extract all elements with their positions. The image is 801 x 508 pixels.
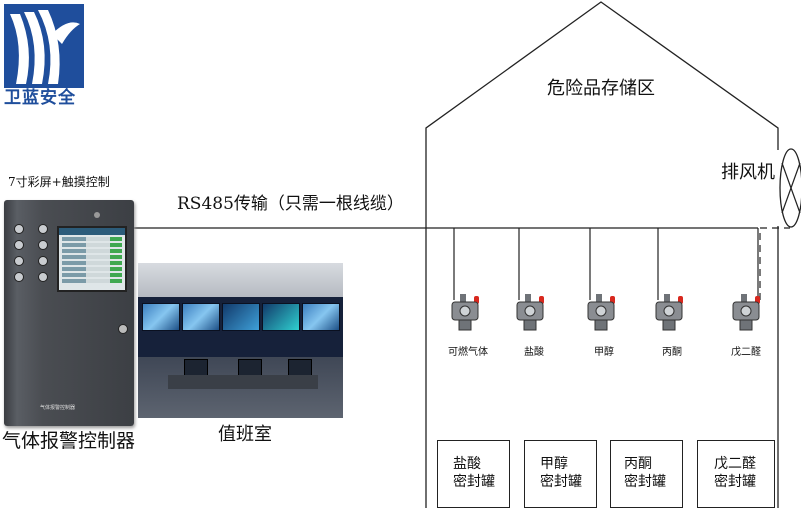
logo-mark-icon bbox=[4, 4, 84, 88]
power-indicator-icon bbox=[94, 212, 100, 218]
tank-name: 甲醇 bbox=[540, 456, 568, 472]
desk-monitor bbox=[184, 359, 208, 376]
controller-button-icon bbox=[38, 272, 48, 282]
gas-sensor-3 bbox=[584, 294, 618, 334]
gas-detector-icon bbox=[732, 294, 760, 331]
controller-button-icon bbox=[14, 256, 24, 266]
sensor-label-2: 盐酸 bbox=[524, 347, 544, 358]
exhaust-fan-icon bbox=[779, 148, 801, 228]
tank-name: 戊二醛 bbox=[714, 456, 756, 472]
controller-caption: 气体报警控制器 bbox=[2, 430, 136, 452]
desk-monitor bbox=[288, 359, 312, 376]
lock-keyhole-icon bbox=[118, 324, 128, 334]
controller-button-icon bbox=[14, 224, 24, 234]
sensor-label-1: 可燃气体 bbox=[448, 347, 488, 358]
gas-sensor-1 bbox=[448, 294, 482, 334]
tank-type: 密封罐 bbox=[714, 474, 756, 490]
sealed-tank-2: 甲醇 密封罐 bbox=[524, 440, 597, 508]
sensor-label-4: 丙酮 bbox=[662, 347, 682, 358]
gas-detector-icon bbox=[655, 294, 683, 331]
cable-label: RS485传输（只需一根线缆） bbox=[177, 194, 404, 214]
sensor-label-3: 甲醇 bbox=[594, 347, 614, 358]
sealed-tank-1: 盐酸 密封罐 bbox=[437, 440, 510, 508]
video-wall bbox=[138, 297, 343, 357]
control-desk bbox=[168, 375, 318, 389]
tank-name: 丙酮 bbox=[624, 456, 652, 472]
sealed-tank-4: 戊二醛 密封罐 bbox=[697, 440, 775, 508]
gas-sensor-4 bbox=[652, 294, 686, 334]
tank-type: 密封罐 bbox=[540, 474, 582, 490]
sealed-tank-3: 丙酮 密封罐 bbox=[610, 440, 683, 508]
duty-room-label: 值班室 bbox=[218, 424, 272, 445]
building-outline bbox=[425, 1, 779, 508]
tank-name: 盐酸 bbox=[453, 456, 481, 472]
sensor-label-5: 戊二醛 bbox=[731, 347, 761, 358]
controller-button-icon bbox=[14, 272, 24, 282]
fan-label: 排风机 bbox=[721, 162, 775, 183]
controller-button-icon bbox=[38, 256, 48, 266]
controller-top-caption: 7寸彩屏+触摸控制 bbox=[8, 175, 110, 189]
tank-type: 密封罐 bbox=[453, 474, 495, 490]
desk-monitor bbox=[238, 359, 262, 376]
gas-detector-icon bbox=[587, 294, 615, 331]
controller-button-grid bbox=[14, 224, 58, 284]
controller-button-icon bbox=[14, 240, 24, 250]
gas-detector-icon bbox=[516, 294, 544, 331]
gas-sensor-5 bbox=[729, 294, 763, 334]
gas-detector-icon bbox=[451, 294, 479, 331]
controller-button-icon bbox=[38, 224, 48, 234]
logo-text: 卫蓝安全 bbox=[4, 88, 76, 108]
logo: 卫蓝安全 bbox=[4, 4, 84, 108]
controller-button-icon bbox=[38, 240, 48, 250]
gas-sensor-2 bbox=[513, 294, 547, 334]
duty-room-photo bbox=[138, 263, 343, 418]
building-title: 危险品存储区 bbox=[547, 78, 655, 99]
fan-control-dashed-line bbox=[759, 227, 790, 300]
tank-type: 密封罐 bbox=[624, 474, 666, 490]
controller-touch-screen bbox=[57, 226, 127, 292]
controller-plate-text: 气体报警控制器 bbox=[40, 405, 76, 411]
